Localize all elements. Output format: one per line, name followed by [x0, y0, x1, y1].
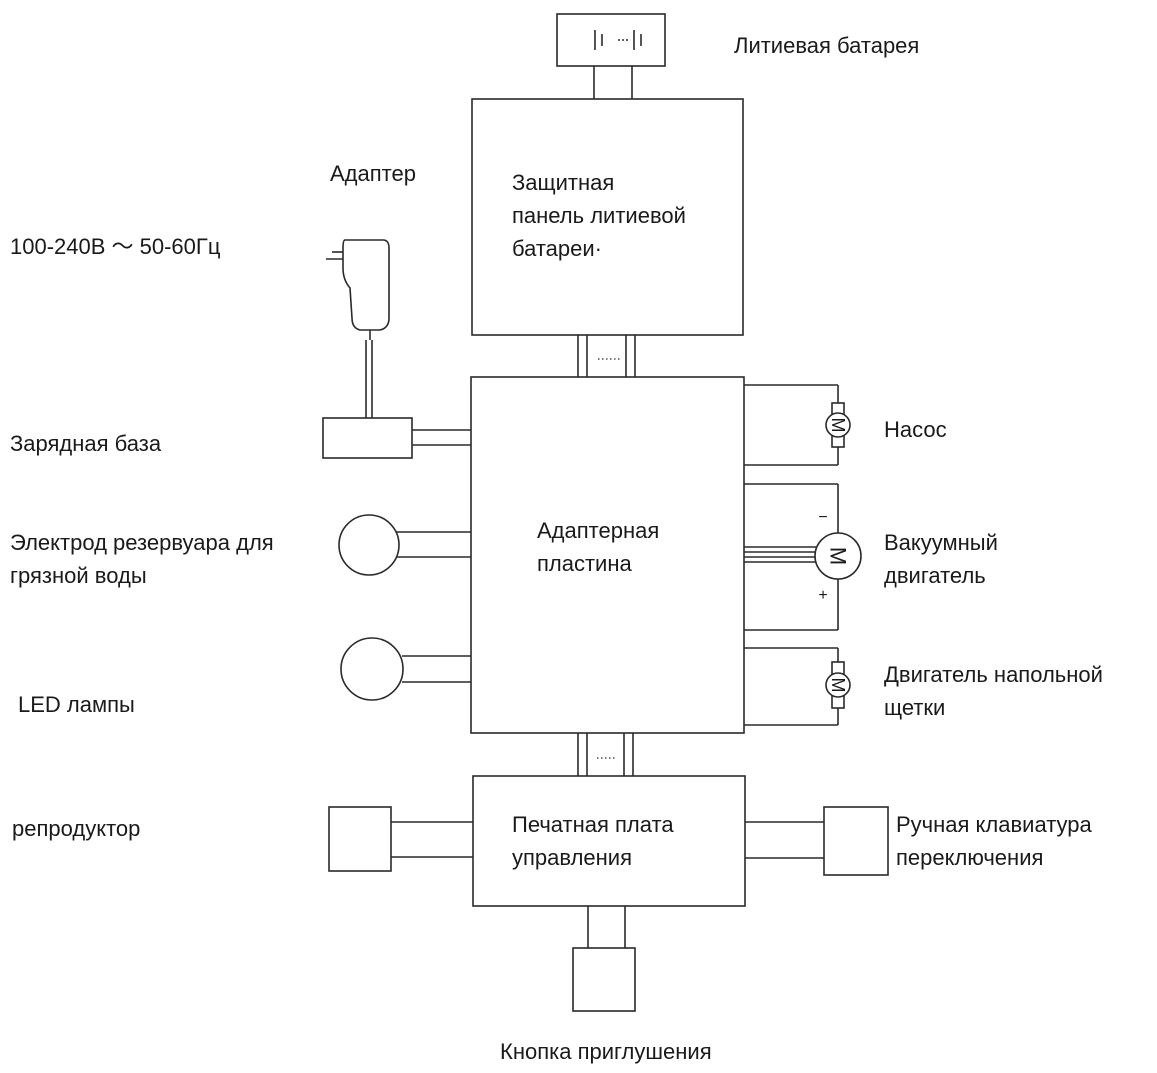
adapter-label: Адаптер	[330, 161, 416, 186]
pump-label: Насос	[884, 417, 947, 442]
mute-button-label: Кнопка приглушения	[500, 1039, 712, 1064]
protection-to-adapter-wires	[577, 335, 636, 377]
speaker-wires	[391, 821, 473, 858]
vacuum-motor-symbol: M	[826, 547, 851, 565]
mute-button-wires	[587, 906, 626, 948]
tank-electrode-label-line1: Электрод резервуара для	[10, 530, 274, 555]
speaker-box	[328, 806, 392, 872]
keypad-box	[823, 806, 889, 876]
protection-board-label-line2: панель литиевой	[512, 203, 686, 228]
vacuum-motor-circuit	[744, 483, 862, 631]
charging-base-wires	[412, 429, 471, 446]
vacuum-minus-sign: −	[818, 509, 827, 526]
pump-circuit	[744, 384, 851, 466]
voltage-label: 100-240В ～ 50-60Гц	[10, 234, 221, 259]
adapter-icon	[326, 239, 390, 418]
adapter-board-box	[470, 376, 745, 734]
adapter-board-label-line2: пластина	[537, 551, 632, 576]
led-lamp-wires	[402, 655, 471, 683]
hand-keypad-label-line2: переключения	[896, 845, 1044, 870]
led-lamp-circle	[340, 637, 404, 701]
control-pcb-label-line1: Печатная плата	[512, 812, 674, 837]
battery-wires	[593, 66, 633, 99]
vacuum-plus-sign: +	[818, 587, 827, 604]
led-lamps-label: LED лампы	[18, 692, 135, 717]
brush-motor-circuit	[744, 647, 851, 726]
control-pcb-box	[472, 775, 746, 907]
charging-base-box	[322, 417, 413, 459]
control-pcb-label-line2: управления	[512, 845, 632, 870]
adapter-to-pcb-wires	[577, 733, 634, 776]
pump-motor-symbol: M	[828, 418, 848, 433]
protection-board-label-line3: батареи·	[512, 236, 602, 261]
charging-base-label: Зарядная база	[10, 431, 162, 456]
tank-electrode-label-line2: грязной воды	[10, 563, 147, 588]
brush-motor-label-line2: щетки	[884, 695, 946, 720]
lithium-battery-label: Литиевая батарея	[734, 33, 920, 58]
vacuum-motor-label-line2: двигатель	[884, 563, 986, 588]
protection-board-label-line1: Защитная	[512, 170, 615, 195]
adapter-board-label-line1: Адаптерная	[537, 518, 660, 543]
vacuum-motor-label-line1: Вакуумный	[884, 530, 998, 555]
hand-keypad-label-line1: Ручная клавиатура	[896, 812, 1092, 837]
brush-motor-symbol: M	[828, 678, 848, 693]
tank-electrode-circle	[338, 514, 400, 576]
keypad-wires	[745, 821, 824, 859]
protection-board-box	[471, 98, 744, 336]
tank-electrode-wires	[396, 531, 471, 558]
mute-button-box	[572, 947, 636, 1012]
speaker-label: репродуктор	[12, 816, 141, 841]
lithium-battery-icon	[556, 13, 666, 67]
brush-motor-label-line1: Двигатель напольной	[884, 662, 1103, 687]
